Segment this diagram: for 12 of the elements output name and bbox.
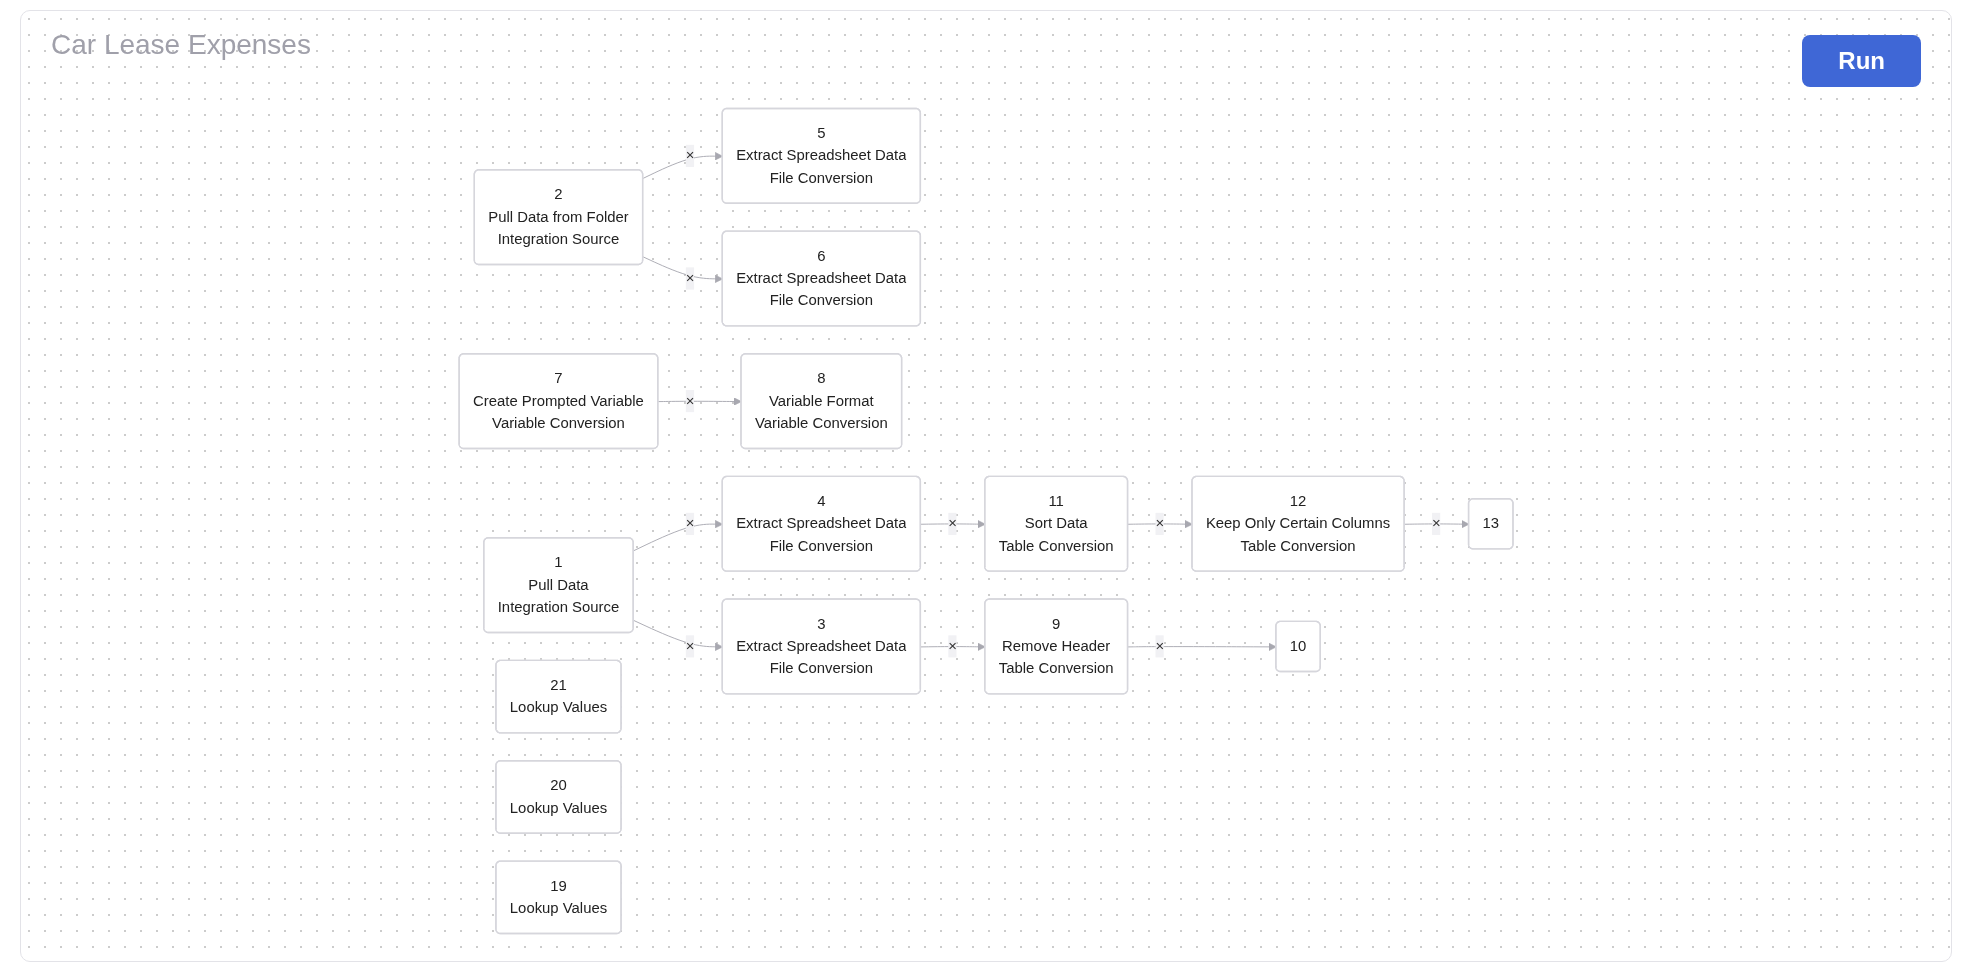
diagram-title: Car Lease Expenses (51, 29, 311, 61)
edge-label: × (685, 392, 695, 409)
run-button: Run (1802, 35, 1921, 87)
edge-label: × (685, 270, 695, 286)
edge-label: × (685, 638, 695, 654)
edge-label: × (948, 515, 957, 532)
edge-label: × (1155, 515, 1165, 532)
edge-label: × (685, 147, 695, 164)
edge-label: × (1155, 638, 1165, 654)
edge-label: × (1431, 515, 1441, 532)
edge-label: × (948, 638, 957, 654)
edge-label: × (685, 515, 695, 532)
